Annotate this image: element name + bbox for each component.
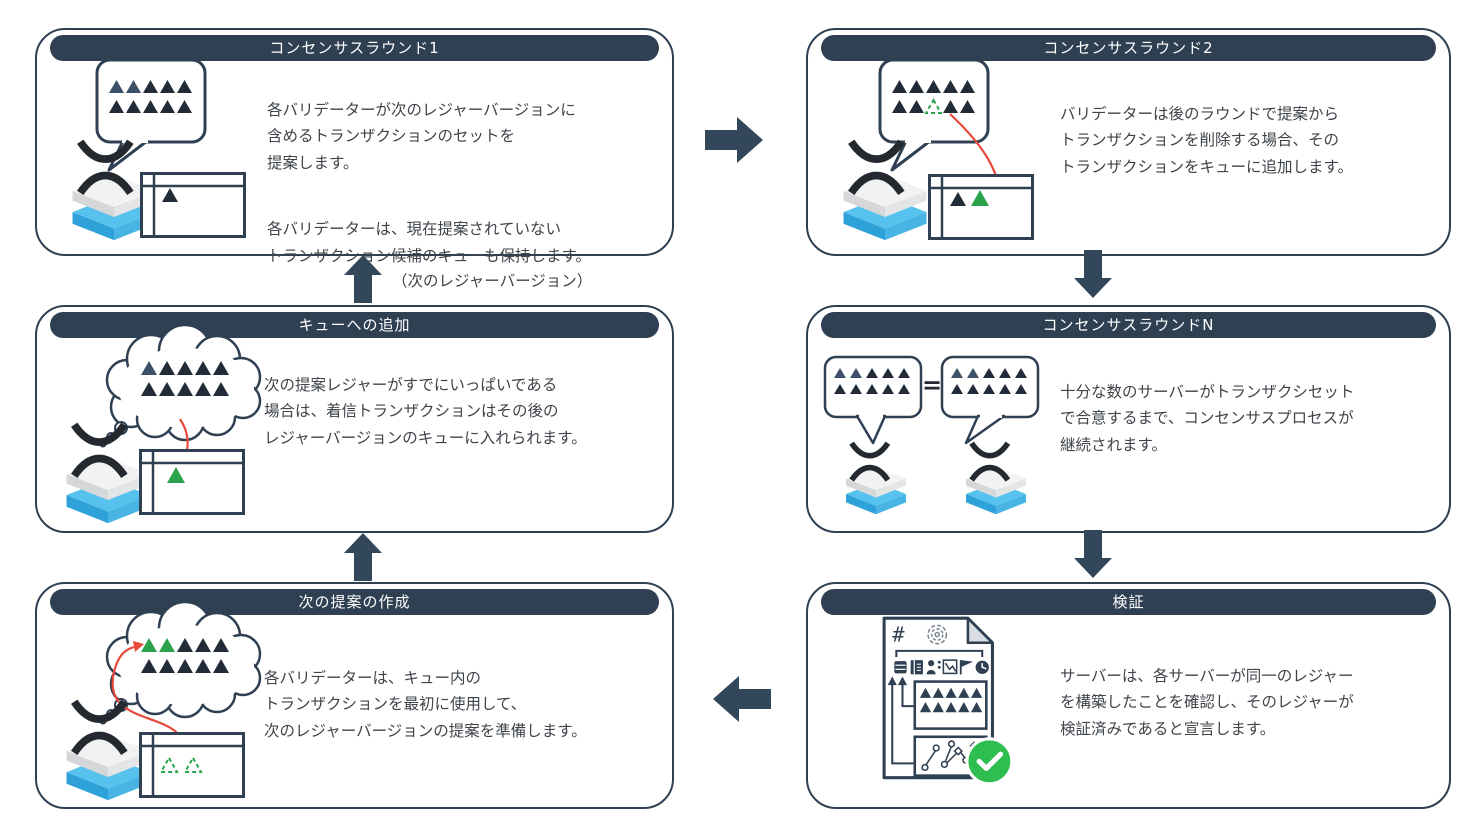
panel-validation: 検証 # (806, 582, 1451, 809)
queue-table-icon (139, 449, 245, 515)
panel-title: コンセンサスラウンド2 (821, 35, 1436, 61)
xrp-server-icon (954, 439, 1038, 517)
queue-table-icon (139, 732, 245, 798)
panel-description: 次の提案レジャーがすでにいっぱいである 場合は、着信トランザクションはその後の … (264, 345, 674, 478)
panel-description: 各バリデーターは、キュー内の トランザクションを最初に使用して、 次のレジャーバ… (264, 638, 684, 771)
xrp-server-icon (834, 439, 918, 517)
flow-arrow-left (713, 676, 771, 722)
next-ledger-version-label: （次のレジャーバージョン） (392, 272, 593, 290)
paragraph: 次の提案レジャーがすでにいっぱいである 場合は、着信トランザクションはその後の … (264, 375, 587, 447)
proposal-speech-bubble-icon (940, 355, 1040, 445)
coins-icon (894, 661, 907, 674)
flag-icon (959, 660, 974, 675)
proposal-speech-bubble-icon (95, 58, 207, 172)
reference-arrows (891, 684, 915, 765)
transaction-set-box (913, 680, 988, 730)
ledger-document-icon: # (882, 616, 1014, 786)
panel-title: 検証 (821, 589, 1436, 615)
panel-description: バリデーターは後のラウンドで提案から トランザクションを削除する場合、その トラ… (1060, 74, 1440, 207)
panel-title: コンセンサスラウンド1 (50, 35, 659, 61)
panel-description: サーバーは、各サーバーが同一のレジャー を構築したことを確認し、そのレジャーが … (1060, 636, 1440, 769)
chart-icon (942, 659, 958, 675)
panel-consensus-round-2: コンセンサスラウンド2 バリデーターは後のラウンドで提案から トランザクションを… (806, 28, 1451, 256)
panel-description: 各バリデーターが次のレジャーバージョンに 含めるトランザクションのセットを 提案… (267, 70, 667, 296)
queue-table-icon (140, 172, 246, 238)
paragraph: サーバーは、各サーバーが同一のレジャー を構築したことを確認し、そのレジャーが … (1060, 666, 1354, 738)
paragraph: 各バリデーターが次のレジャーバージョンに 含めるトランザクションのセットを 提案… (267, 100, 576, 172)
bracket (895, 649, 984, 658)
ledger-data-icons (894, 659, 989, 675)
paragraph: 十分な数のサーバーがトランザクシセット で合意するまで、コンセンサスプロセスが … (1060, 382, 1355, 454)
panel-title: コンセンサスラウンドN (821, 312, 1436, 338)
panel-title: キューへの追加 (50, 312, 659, 338)
thought-cloud-icon (99, 323, 262, 448)
paragraph: バリデーターは後のラウンドで提案から トランザクションを削除する場合、その トラ… (1060, 104, 1353, 176)
panel-description: 十分な数のサーバーがトランザクシセット で合意するまで、コンセンサスプロセスが … (1060, 352, 1440, 485)
panel-title: 次の提案の作成 (50, 589, 659, 615)
green-check-badge (965, 737, 1014, 786)
flow-arrow-down (1074, 530, 1112, 578)
flow-arrow-down (1074, 250, 1112, 298)
paragraph: 各バリデーターは、キュー内の トランザクションを最初に使用して、 次のレジャーバ… (264, 668, 587, 740)
panel-consensus-round-n: コンセンサスラウンドN = 十分な数のサーバーがトランザクシセット で合意するま… (806, 305, 1451, 533)
panel-consensus-round-1: コンセンサスラウンド1 各バリデーターが次のレジャーバージョンに 含めるトランザ… (35, 28, 674, 265)
equals-sign: = (921, 371, 943, 399)
hash-symbol: # (892, 623, 905, 647)
flow-arrow-right (705, 117, 763, 163)
flow-arrow-up (344, 255, 382, 303)
removed-transaction-dashed-triangle (924, 97, 943, 114)
ledger-book-icon (910, 660, 923, 675)
account-icon (926, 660, 941, 675)
queue-table-icon (928, 174, 1034, 240)
clock-icon (975, 660, 989, 674)
red-arrow-from-queue (111, 641, 185, 757)
panel-queue-addition: キューへの追加 次の提案レ (35, 305, 674, 533)
proposal-speech-bubble-icon (823, 355, 923, 445)
proposal-speech-bubble-icon (878, 58, 990, 172)
paragraph: 各バリデーターは、現在提案されていない トランザクション候補のキューも保持します… (267, 220, 591, 265)
xrp-server-icon (826, 136, 944, 244)
flow-arrow-up (344, 533, 382, 581)
panel-next-proposal: 次の提案の作成 (35, 582, 674, 809)
